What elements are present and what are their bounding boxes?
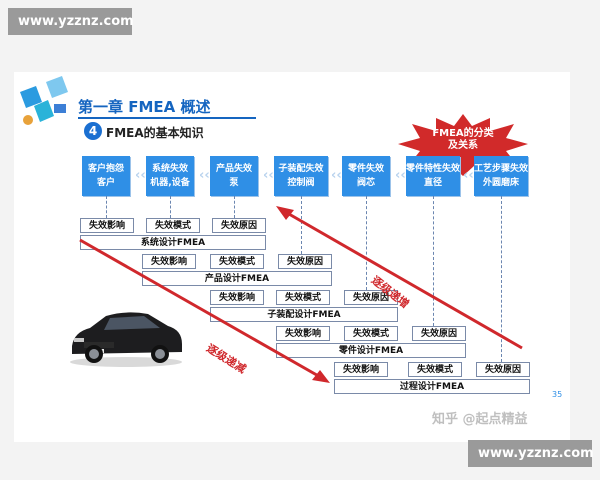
starburst-callout — [398, 114, 528, 178]
connector-line — [433, 196, 434, 326]
cell-failure-cause: 失效原因 — [278, 254, 332, 269]
cell-failure-mode: 失效模式 — [210, 254, 264, 269]
cell-failure-effect: 失效影响 — [142, 254, 196, 269]
box-title: 零件特性失效 — [406, 164, 461, 174]
cell-failure-mode: 失效模式 — [408, 362, 462, 377]
watermark-top: www.yzznz.com — [8, 8, 134, 35]
cell-failure-mode: 失效模式 — [146, 218, 200, 233]
connector-line — [301, 196, 302, 254]
cell-failure-mode: 失效模式 — [276, 290, 330, 305]
box-example: 客户 — [96, 178, 115, 188]
title-underline — [78, 117, 256, 119]
callout-text: FMEA的分类 及关系 — [398, 128, 528, 152]
box-example: 机器,设备 — [150, 178, 190, 188]
box-part-feature: 零件特性失效 直径 — [406, 156, 460, 196]
cell-failure-effect: 失效影响 — [276, 326, 330, 341]
chevron-left-icon: ‹‹ — [263, 168, 274, 183]
callout-line-1: FMEA的分类 — [432, 128, 494, 139]
cell-failure-cause: 失效原因 — [212, 218, 266, 233]
connector-line — [170, 196, 171, 218]
decorative-graphic — [20, 76, 68, 125]
box-part: 零件失效 阀芯 — [342, 156, 390, 196]
cell-failure-mode: 失效模式 — [344, 326, 398, 341]
box-example: 阀芯 — [356, 178, 375, 188]
box-system: 系统失效 机器,设备 — [146, 156, 194, 196]
box-process-step: 工艺步骤失效 外圆磨床 — [474, 156, 528, 196]
decrease-arrow-label: 逐级递减 — [204, 341, 249, 377]
box-subassembly: 子装配失效 控制阀 — [274, 156, 328, 196]
box-title: 客户抱怨 — [87, 164, 124, 174]
box-customer: 客户抱怨 客户 — [82, 156, 130, 196]
slide: 第一章 FMEA 概述 4 FMEA的基本知识 FMEA的分类 及关系 客户抱怨… — [14, 72, 570, 442]
watermark-bottom: www.yzznz.com — [468, 440, 594, 467]
page-title: 第一章 FMEA 概述 — [78, 98, 211, 116]
callout-line-2: 及关系 — [448, 140, 478, 151]
box-title: 零件失效 — [347, 164, 384, 174]
chevron-left-icon: ‹‹ — [135, 168, 146, 183]
source-credit: 知乎 @起点精益 — [432, 412, 528, 427]
section-subtitle: FMEA的基本知识 — [106, 126, 204, 140]
row-label-subassembly-fmea: 子装配设计FMEA — [210, 307, 398, 322]
cell-failure-effect: 失效影响 — [210, 290, 264, 305]
row-label-process-fmea: 过程设计FMEA — [334, 379, 530, 394]
box-example: 外圆磨床 — [482, 178, 519, 188]
chevron-left-icon: ‹‹ — [395, 168, 406, 183]
box-title: 系统失效 — [151, 164, 188, 174]
cell-failure-effect: 失效影响 — [80, 218, 134, 233]
car-image — [70, 312, 182, 367]
box-title: 产品失效 — [215, 164, 252, 174]
cell-failure-cause: 失效原因 — [476, 362, 530, 377]
section-number-badge: 4 — [84, 122, 102, 140]
connector-line — [234, 196, 235, 218]
row-label-part-fmea: 零件设计FMEA — [276, 343, 466, 358]
box-example: 控制阀 — [287, 178, 315, 188]
box-example: 泵 — [229, 178, 239, 188]
box-title: 子装配失效 — [278, 164, 324, 174]
connector-line — [366, 196, 367, 290]
connector-line — [501, 196, 502, 362]
chevron-left-icon: ‹‹ — [463, 168, 474, 183]
connector-line — [106, 196, 107, 218]
chevron-left-icon: ‹‹ — [199, 168, 210, 183]
row-label-system-fmea: 系统设计FMEA — [80, 235, 266, 250]
cell-failure-effect: 失效影响 — [334, 362, 388, 377]
cell-failure-cause: 失效原因 — [412, 326, 466, 341]
box-title: 工艺步骤失效 — [474, 164, 529, 174]
box-example: 直径 — [423, 178, 442, 188]
row-label-product-fmea: 产品设计FMEA — [142, 271, 332, 286]
page-number: 35 — [552, 390, 563, 399]
box-product: 产品失效 泵 — [210, 156, 258, 196]
chevron-left-icon: ‹‹ — [331, 168, 342, 183]
